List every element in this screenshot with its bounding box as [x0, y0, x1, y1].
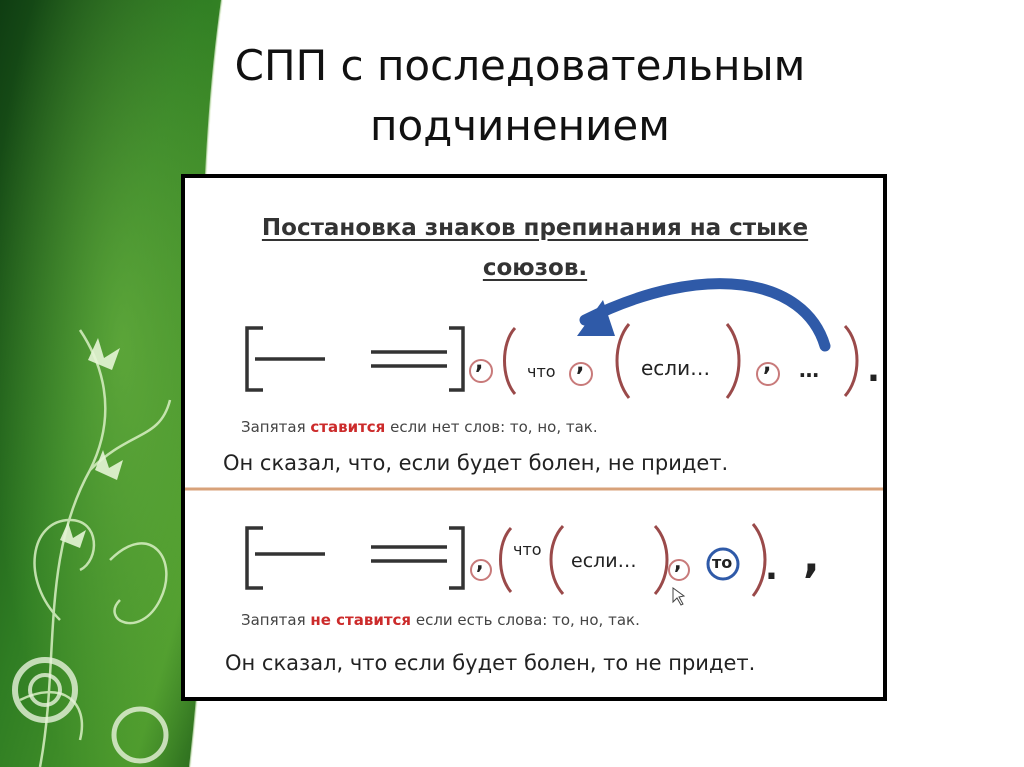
comma-circle-2 [569, 362, 593, 386]
round-bracket-open-2 [615, 323, 631, 399]
rule-1: Запятая ставится если нет слов: то, но, … [241, 418, 598, 436]
round-bracket-open-3 [499, 526, 513, 593]
rule-1-highlight: ставится [310, 418, 386, 436]
mouse-cursor-icon [672, 587, 686, 606]
bottom-word-esli: если… [571, 550, 637, 572]
rule-diagram-frame: Постановка знаков препинания на стыке со… [181, 174, 887, 701]
arrow-head-icon [577, 300, 615, 336]
bottom-comma-1: , [476, 550, 484, 574]
top-period: . [867, 350, 880, 390]
square-bracket-right [449, 326, 465, 392]
comma-circle-4 [470, 559, 492, 581]
bottom-period: . [765, 548, 778, 588]
scheme-graphics [185, 278, 883, 606]
bottom-comma-big: , [803, 532, 820, 583]
example-2: Он сказал, что если будет болен, то не п… [225, 651, 756, 675]
top-ellipsis: … [799, 358, 819, 382]
round-bracket-close-4 [653, 524, 669, 595]
rule-2: Запятая не ставится если есть слова: то,… [241, 611, 640, 629]
rule-2-highlight: не ставится [310, 611, 412, 629]
top-word-chto: что [527, 362, 556, 381]
round-bracket-close-2 [725, 323, 741, 399]
comma-circle-3 [756, 362, 780, 386]
comma-circle-5 [668, 559, 690, 581]
bottom-word-chto: что [513, 540, 542, 559]
top-comma-1: , [475, 350, 484, 375]
bottom-word-to: то [712, 553, 733, 572]
arrow-curve-icon [579, 278, 831, 352]
round-bracket-close-1 [843, 324, 859, 397]
rule-2-suffix: если есть слова: то, но, так. [415, 611, 640, 629]
rule-1-prefix: Запятая [241, 418, 306, 436]
rule-2-prefix: Запятая [241, 611, 306, 629]
top-comma-3: , [763, 352, 772, 377]
to-circle [706, 547, 740, 581]
square-bracket-right-2 [449, 526, 465, 590]
top-comma-2: , [576, 352, 585, 377]
square-bracket-left-2 [245, 526, 263, 590]
rule-1-suffix: если нет слов: то, но, так. [390, 418, 598, 436]
round-bracket-open-4 [549, 524, 565, 595]
top-word-esli: если… [641, 356, 711, 380]
comma-circle-1 [469, 359, 493, 383]
round-bracket-open-1 [503, 326, 517, 395]
frame-heading: Постановка знаков препинания на стыке со… [261, 215, 809, 281]
bottom-comma-2: , [674, 550, 682, 574]
example-1: Он сказал, что, если будет болен, не при… [223, 451, 729, 475]
square-bracket-left [245, 326, 263, 392]
slide-title: СПП с последовательным подчинением [234, 41, 806, 150]
round-bracket-close-3 [751, 523, 767, 597]
